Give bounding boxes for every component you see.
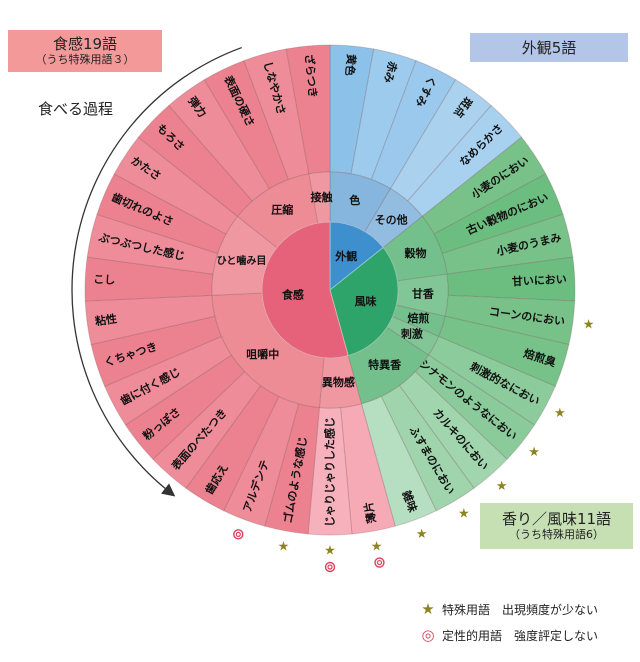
legend-circle: ◎ 定性的用語 強度評定しない (420, 626, 598, 644)
term-label: 黄色 (343, 53, 359, 76)
texture-count-sub: （うち特殊用語３） (35, 53, 135, 66)
term-label: こし (93, 273, 116, 287)
flavor-count-box: 香り／風味11語 （うち特殊用語6） (480, 503, 633, 549)
star-icon: ★ (416, 527, 428, 542)
group-label: 穀物 (405, 246, 427, 260)
term-ring: 黄色赤みくすみ斑点なめらかさ小麦のにおい古い穀物のにおい小麦のうまみ甘いにおいコ… (84, 44, 576, 536)
category-label: 外観 (334, 249, 357, 263)
group-label: 接触 (311, 190, 333, 204)
term-label: 薄片 (361, 500, 379, 524)
star-icon: ★ (528, 445, 540, 460)
star-icon: ★ (458, 507, 470, 522)
group-label: 特異香 (368, 358, 402, 372)
group-label: 甘香 (412, 287, 435, 301)
flavor-count-title: 香り／風味11語 (501, 510, 612, 528)
group-label: ひと噛み目 (217, 254, 267, 267)
star-icon: ★ (583, 318, 595, 333)
category-segment (329, 221, 384, 291)
flavor-count-sub: （うち特殊用語6） (509, 528, 604, 541)
term-label: ざらつき (302, 53, 320, 98)
eating-process-label: 食べる過程 (38, 100, 114, 118)
star-icon: ★ (324, 544, 336, 559)
legend-star-label: 特殊用語 出現頻度が少ない (442, 602, 599, 617)
term-label: 粘性 (94, 311, 118, 328)
star-icon: ★ (421, 600, 435, 618)
double-circle-icon (233, 529, 244, 540)
star-icon: ★ (371, 539, 383, 554)
group-label: 色 (349, 193, 360, 207)
double-circle-icon: ◎ (421, 626, 435, 644)
group-label: その他 (375, 212, 408, 226)
star-icon: ★ (554, 406, 566, 421)
group-label: 刺激 (400, 327, 423, 341)
category-segment (261, 221, 349, 359)
double-circle-icon (324, 561, 336, 573)
double-circle-icon (374, 557, 385, 568)
star-icon: ★ (278, 539, 290, 554)
legend-circle-label: 定性的用語 強度評定しない (442, 628, 599, 643)
group-label: 焙煎 (407, 311, 429, 325)
term-markers: ★ ★ ★ ★ ★ ★ ★ ★ ★ (233, 318, 595, 573)
eating-process-arrow (71, 46, 242, 497)
texture-count-title: 食感19語 (52, 35, 118, 53)
appearance-count-title: 外観5語 (521, 38, 577, 57)
star-icon: ★ (496, 479, 508, 494)
legend-star: ★ 特殊用語 出現頻度が少ない (420, 600, 598, 618)
term-label: じゃりじゃりした感じ (323, 417, 337, 527)
appearance-count-box: 外観5語 (470, 33, 628, 62)
group-label: 圧縮 (271, 203, 293, 217)
category-label: 風味 (355, 294, 377, 308)
texture-count-box: 食感19語 （うち特殊用語３） (8, 30, 162, 72)
term-label: 甘いにおい (511, 272, 567, 288)
group-label: 咀嚼中 (246, 347, 279, 361)
term-label: 赤み (381, 60, 400, 85)
category-segment (329, 246, 399, 357)
group-label: 異物感 (322, 375, 355, 389)
category-label: 食感 (282, 288, 304, 302)
